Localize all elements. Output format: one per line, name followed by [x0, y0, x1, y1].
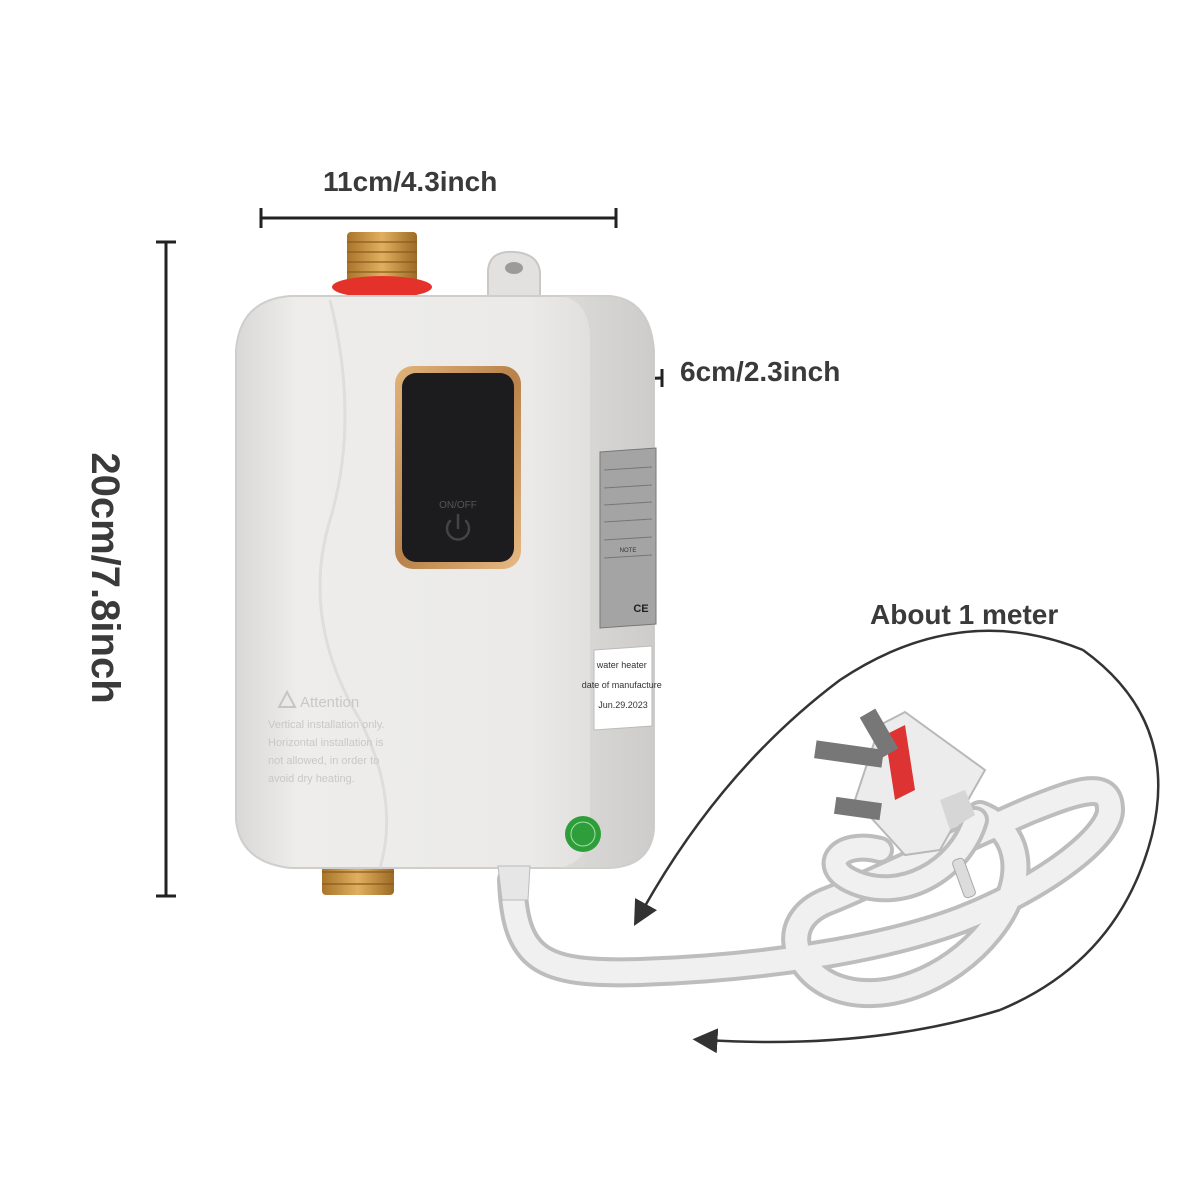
- sticker-line: date of manufacture: [582, 680, 662, 690]
- cord-strain-relief: [497, 865, 531, 901]
- attention-line: avoid dry heating.: [268, 773, 355, 785]
- attention-line: not allowed, in order to: [268, 755, 379, 767]
- date-sticker: water heater date of manufacture Jun.29.…: [582, 645, 665, 731]
- cord-length-arrow-upper: [633, 629, 1160, 1012]
- top-brass-inlet: [332, 232, 432, 298]
- width-label: 11cm/4.3inch: [323, 166, 498, 197]
- ce-mark: CE: [633, 603, 648, 615]
- width-dimension-line: [259, 208, 618, 228]
- green-badge: [565, 816, 601, 852]
- attention-line: Horizontal installation is: [268, 737, 384, 749]
- height-dimension-line: [156, 240, 176, 898]
- power-button-label: ON/OFF: [439, 500, 477, 511]
- attention-title: Attention: [300, 694, 359, 711]
- hanging-tab: [487, 250, 541, 297]
- power-icon: [445, 513, 471, 541]
- depth-label: 6cm/2.3inch: [680, 356, 841, 387]
- rating-plate-note: NOTE: [620, 548, 637, 554]
- sticker-line: Jun.29.2023: [598, 700, 648, 710]
- svg-text:water heater date of m: water heater date of manufacture Jun.29.…: [582, 660, 665, 710]
- power-cord: [497, 776, 1126, 1009]
- power-button[interactable]: ON/OFF: [439, 500, 477, 541]
- uk-plug: [814, 708, 987, 857]
- rating-plate: NOTE CE: [599, 447, 657, 629]
- cord-length-label: About 1 meter: [870, 599, 1059, 630]
- attention-notice: Attention Vertical installation only. Ho…: [268, 689, 385, 785]
- cord-length-arrow-lower: [692, 1008, 1001, 1054]
- sticker-line: water heater: [596, 660, 647, 670]
- height-label: 20cm/7.8inch: [83, 452, 127, 704]
- attention-line: Vertical installation only.: [268, 719, 385, 731]
- control-panel: [395, 366, 521, 569]
- warning-triangle-icon: [277, 689, 297, 708]
